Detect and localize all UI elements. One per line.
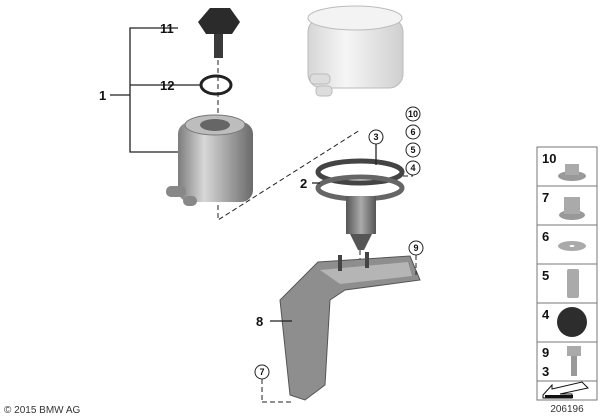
callout-7[interactable]: 7 — [254, 364, 270, 380]
callout-1[interactable]: 1 — [99, 88, 106, 103]
panel-item-4[interactable]: 4 — [542, 307, 587, 337]
reservoir-cap-image — [198, 8, 240, 58]
panel-item-6[interactable]: 6 — [542, 229, 586, 251]
callout-bracket-1 — [129, 27, 180, 153]
svg-text:3: 3 — [542, 364, 549, 379]
callout-11[interactable]: 11 — [160, 21, 174, 36]
svg-text:6: 6 — [542, 229, 549, 244]
panel-item-9-3[interactable]: 9 3 — [542, 345, 581, 379]
panel-item-5[interactable]: 5 — [542, 268, 579, 298]
clamp-image — [315, 158, 405, 250]
panel-item-10[interactable]: 10 — [542, 151, 586, 181]
callout-3[interactable]: 3 — [368, 129, 384, 145]
copyright: © 2015 BMW AG — [4, 405, 81, 416]
mounting-bracket-image — [279, 252, 421, 401]
reservoir-tank-image — [166, 114, 253, 206]
callout-6[interactable]: 6 — [405, 124, 421, 140]
svg-text:5: 5 — [410, 145, 415, 155]
svg-text:4: 4 — [410, 163, 415, 173]
svg-text:3: 3 — [373, 132, 378, 142]
svg-text:5: 5 — [542, 268, 549, 283]
svg-text:4: 4 — [542, 307, 550, 322]
panel-item-7[interactable]: 7 — [542, 190, 585, 220]
callout-2[interactable]: 2 — [300, 176, 307, 191]
sleeve-icon — [567, 269, 579, 298]
callout-12[interactable]: 12 — [160, 78, 174, 93]
callout-10[interactable]: 10 — [405, 106, 421, 122]
svg-text:10: 10 — [408, 109, 418, 119]
svg-text:6: 6 — [410, 127, 415, 137]
svg-text:7: 7 — [542, 190, 549, 205]
callout-5[interactable]: 5 — [405, 142, 421, 158]
callout-8[interactable]: 8 — [256, 314, 263, 329]
reservoir-ghost-image — [307, 5, 404, 97]
bolt-icon — [567, 346, 581, 356]
arrow-left-icon[interactable] — [542, 381, 590, 399]
svg-text:9: 9 — [413, 243, 418, 253]
svg-text:9: 9 — [542, 345, 549, 360]
callout-9[interactable]: 9 — [408, 240, 424, 256]
diagram-number: 206196 — [550, 404, 584, 415]
svg-text:10: 10 — [542, 151, 556, 166]
o-ring-image — [199, 74, 233, 96]
rubber-mount-icon — [557, 307, 587, 337]
callout-4[interactable]: 4 — [405, 160, 421, 176]
svg-text:7: 7 — [259, 367, 264, 377]
